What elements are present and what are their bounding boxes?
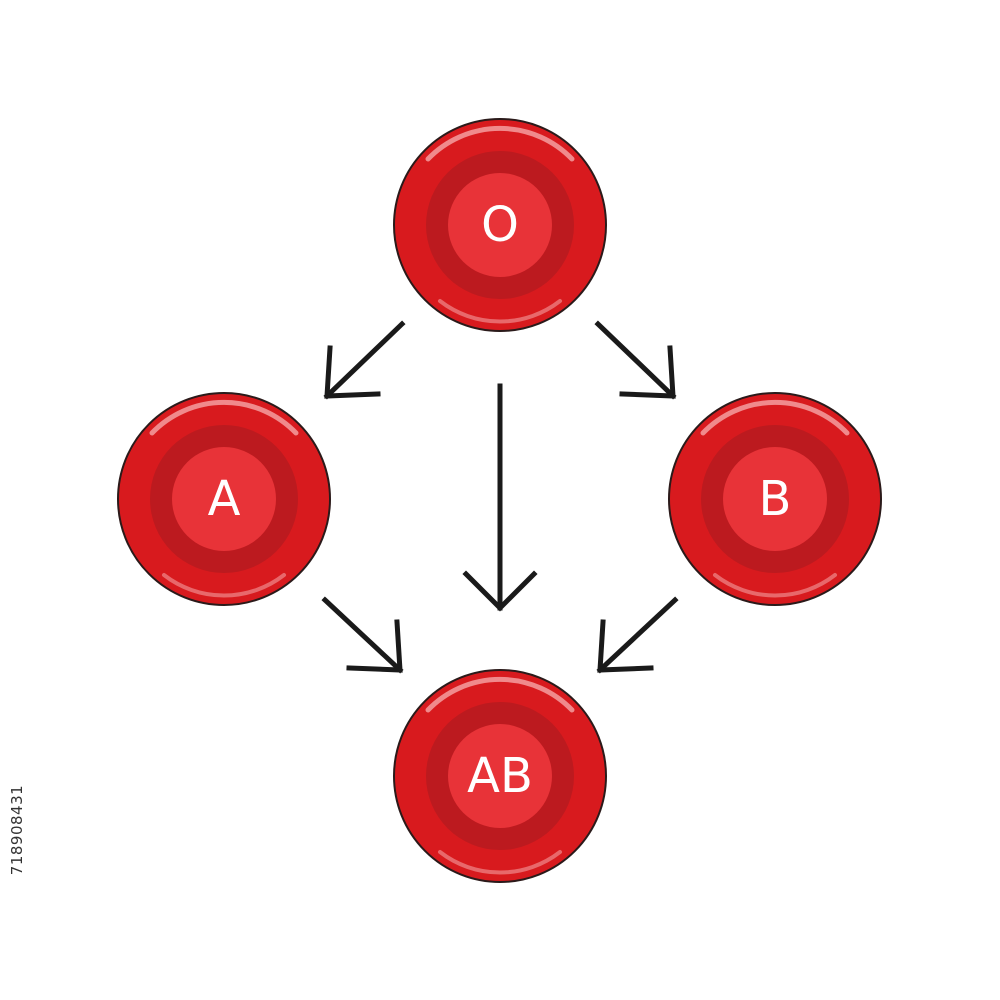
stock-id-text: 718908431 xyxy=(8,784,26,876)
arrows xyxy=(321,320,679,674)
cell-o-label: O xyxy=(481,197,519,253)
cell-a: A xyxy=(118,393,330,605)
cell-b-label: B xyxy=(759,471,792,527)
cell-ab: AB xyxy=(394,670,606,882)
stock-id-watermark: 718908431 xyxy=(2,765,32,895)
cell-a-label: A xyxy=(208,471,241,527)
cell-b: B xyxy=(669,393,881,605)
cell-ab-label: AB xyxy=(467,748,533,804)
arrow-o-to-ab xyxy=(462,383,538,612)
arrow-o-to-a xyxy=(323,320,406,400)
arrow-a-to-ab xyxy=(321,596,404,674)
cell-o: O xyxy=(394,119,606,331)
arrow-o-to-b xyxy=(594,320,677,400)
arrow-b-to-ab xyxy=(596,596,679,674)
